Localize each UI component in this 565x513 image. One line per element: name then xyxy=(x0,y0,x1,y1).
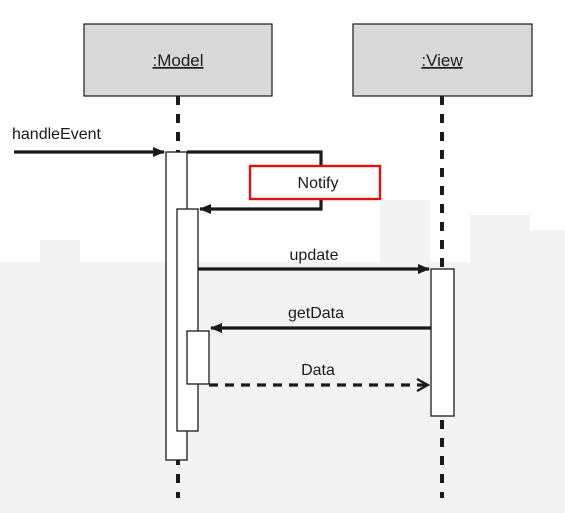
message-data-return: Data xyxy=(209,362,428,385)
message-update: update xyxy=(198,247,430,274)
message-get-data: getData xyxy=(210,305,431,333)
message-handle-event: handleEvent xyxy=(12,126,165,157)
message-label-get-data: getData xyxy=(288,305,344,322)
message-label-handle-event: handleEvent xyxy=(12,126,102,143)
background-watermark xyxy=(0,200,565,513)
activation-bar-model-inner xyxy=(176,208,199,432)
lifeline-header-model xyxy=(83,23,273,97)
message-label-notify: Notify xyxy=(298,175,339,192)
lifeline-label-model: :Model xyxy=(152,51,203,70)
message-label-update: update xyxy=(290,247,339,264)
message-label-data: Data xyxy=(301,362,335,379)
lifeline-label-view: :View xyxy=(421,51,463,70)
notify-highlight-box xyxy=(248,164,382,201)
message-notify: Notify xyxy=(187,150,382,214)
activation-bar-model-nested xyxy=(186,330,210,385)
activation-bar-view xyxy=(430,268,455,417)
